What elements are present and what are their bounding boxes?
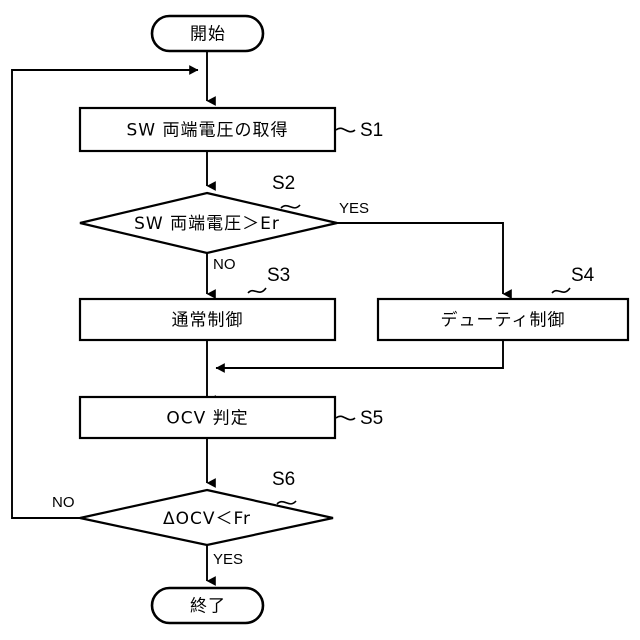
s1-box-label: SW 両端電圧の取得	[126, 121, 288, 141]
s1-step-label: S1	[360, 120, 383, 141]
s2-diamond-shape	[79, 191, 338, 255]
node-start: 開始	[150, 14, 265, 53]
s3-box-label: 通常制御	[172, 311, 244, 331]
s2-no-branch-label: NO	[213, 256, 236, 273]
start-terminal-label: 開始	[190, 25, 226, 45]
s6-step-label: S6	[272, 469, 295, 490]
end-terminal-label: 終了	[190, 597, 226, 617]
s6-yes-branch-label: YES	[213, 551, 243, 568]
node-s2: SW 両端電圧＞Er	[79, 191, 338, 255]
node-s1: SW 両端電圧の取得	[78, 106, 337, 153]
s3-box-shape	[78, 297, 337, 342]
node-s6: ΔOCV＜Fr	[79, 488, 334, 547]
s2-yes-branch-label: YES	[339, 200, 369, 217]
s4-step-label: S4	[571, 265, 595, 286]
start-terminal-shape	[150, 14, 265, 53]
s5-box-label: OCV 判定	[166, 409, 248, 429]
s4-leader-line	[551, 287, 571, 294]
edge-s2-yes-to-s4	[337, 222, 512, 299]
s6-no-branch-label: NO	[52, 494, 75, 511]
s2-diamond-label: SW 両端電圧＞Er	[134, 214, 280, 234]
s6-diamond-label: ΔOCV＜Fr	[163, 509, 251, 529]
node-end: 終了	[150, 586, 265, 625]
s1-box-shape	[78, 106, 337, 153]
s5-box-shape	[78, 395, 337, 440]
end-terminal-shape	[150, 586, 265, 625]
s5-leader-line	[335, 415, 356, 421]
s6-diamond-shape	[79, 488, 334, 547]
s4-box-shape	[376, 297, 630, 342]
edge-s4-to-merge	[215, 340, 504, 373]
node-s3: 通常制御	[78, 297, 337, 342]
s4-box-label: デューティ制御	[441, 310, 566, 331]
s2-leader-line	[280, 204, 301, 209]
s2-step-label: S2	[272, 173, 295, 194]
node-s5: OCV 判定	[78, 395, 337, 440]
s6-leader-line	[276, 500, 297, 505]
s1-leader-line	[335, 127, 356, 133]
s5-step-label: S5	[360, 408, 383, 429]
s3-step-label: S3	[267, 265, 290, 286]
s3-leader-line	[247, 287, 267, 294]
edge-s6-no-loopback	[11, 65, 199, 519]
node-s4: デューティ制御	[376, 297, 630, 342]
